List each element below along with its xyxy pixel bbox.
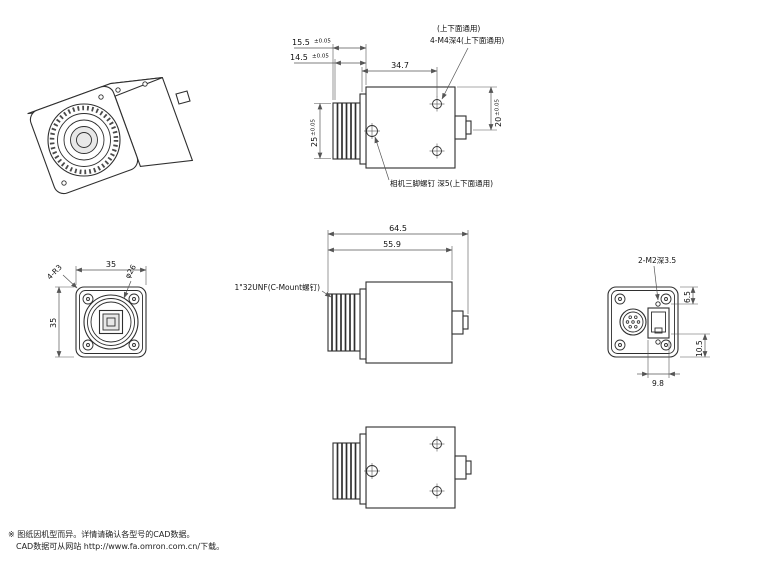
tripod-screw-hole: [364, 463, 380, 479]
m4-screw-holes: [429, 436, 445, 499]
mount-flange: [359, 288, 367, 360]
dim-9-8: 9.8: [637, 340, 680, 388]
rear-connector-tip: [462, 315, 469, 330]
dim-15-5-label: 15.5: [292, 38, 310, 47]
mount-flange: [359, 93, 367, 165]
side-view: 64.5 55.9 1"32UNF(C-Mount螺钉): [235, 224, 469, 364]
dim-6-5: 6.5: [671, 286, 698, 305]
dim-14-5-tol: ±0.05: [312, 54, 329, 60]
sensor-center: [106, 317, 116, 327]
body-outline: [365, 281, 453, 364]
dim-15-5-tol: ±0.05: [314, 39, 331, 45]
dim-10-5-label: 10.5: [695, 340, 704, 357]
m2-screw-hole: [655, 339, 661, 345]
top-orthographic-view: 15.5 ±0.05 14.5 ±0.05 34.7 25±0.05 20±0.: [290, 23, 504, 188]
top-screw-hole: [115, 87, 121, 93]
note-m4: (上下面通用) 4-M4深4(上下面通用): [430, 23, 504, 100]
dim-20: 20±0.05: [457, 86, 503, 131]
front-plate-inner-edge: [79, 290, 143, 354]
rear-connector: [454, 455, 467, 480]
top-screw-hole: [142, 81, 148, 87]
front-screw-hole: [61, 180, 67, 186]
rear-connector-tip: [465, 460, 472, 475]
dim-20-label: 20±0.05: [494, 98, 503, 127]
front-view: 35 35 4-R3 φ26: [45, 260, 147, 358]
note-m2: 2-M2深3.5: [638, 256, 676, 301]
rear-view: 2-M2深3.5 6.5 10.5 9.8: [607, 256, 710, 388]
footer-note: ※ 图纸因机型而异。详情请确认各型号的CAD数据。 CAD数据可从网站 http…: [8, 529, 224, 551]
body-outline: [365, 426, 456, 509]
note-tripod-label: 相机三脚螺钉 深5(上下面通用): [390, 178, 493, 188]
note-common-top: (上下面通用): [437, 23, 480, 33]
lens-knurl-ring: [49, 105, 119, 175]
dim-6-5-label: 6.5: [683, 291, 692, 303]
dim-15-5: 15.5 ±0.05: [292, 38, 367, 100]
mount-flange: [359, 433, 367, 505]
dim-14-5: 14.5 ±0.05: [290, 53, 367, 100]
dim-34-7: 34.7: [361, 61, 438, 97]
dim-front-height: 35: [49, 286, 74, 358]
front-screw-hole: [98, 94, 104, 100]
rear-connector: [454, 115, 467, 140]
footer-note-line2: CAD数据可从网站 http://www.fa.omron.com.cn/下载。: [16, 541, 224, 551]
footer-note-line1: ※ 图纸因机型而异。详情请确认各型号的CAD数据。: [8, 529, 194, 539]
note-tripod: 相机三脚螺钉 深5(上下面通用): [374, 136, 493, 188]
sensor-area: [102, 313, 120, 331]
dim-14-5-label: 14.5: [290, 53, 308, 62]
dim-9-8-label: 9.8: [652, 379, 664, 388]
tripod-screw-hole: [364, 123, 380, 139]
body-outline: [365, 86, 456, 169]
note-corner-radius-label: 4-R3: [45, 263, 64, 282]
dim-front-width: 35: [75, 260, 147, 285]
lens: [47, 103, 121, 177]
m4-screw-holes: [429, 96, 445, 159]
dim-overall-length-label: 64.5: [389, 224, 407, 233]
rear-connector-tip: [465, 120, 472, 135]
dim-10-5: 10.5: [671, 333, 710, 358]
note-lens-diameter-label: φ26: [123, 263, 138, 280]
rear-connector: [451, 310, 464, 335]
camera-connector-nub: [175, 90, 191, 105]
bottom-orthographic-view: [332, 426, 472, 509]
dim-34-7-label: 34.7: [391, 61, 409, 70]
perspective-view: [27, 77, 194, 195]
dim-25: 25±0.05: [310, 103, 331, 159]
io-connector: [647, 301, 670, 345]
note-m2-label: 2-M2深3.5: [638, 256, 676, 265]
dim-25-label: 25±0.05: [310, 118, 319, 147]
rear-plate-inner-edge: [611, 290, 675, 354]
rear-corner-screws: [614, 293, 672, 351]
front-corner-screws: [82, 293, 140, 351]
dim-front-width-label: 35: [106, 260, 116, 269]
m2-screw-hole: [655, 301, 661, 307]
dim-front-height-label: 35: [49, 318, 58, 328]
round-connector: [619, 308, 647, 336]
dim-overall-length: 64.5: [327, 224, 469, 314]
note-cmount-label: 1"32UNF(C-Mount螺钉): [235, 282, 321, 292]
note-m4-label: 4-M4深4(上下面通用): [430, 35, 504, 45]
note-cmount: 1"32UNF(C-Mount螺钉): [235, 282, 332, 298]
note-corner-radius: 4-R3: [45, 263, 78, 289]
dim-body-length-label: 55.9: [383, 240, 401, 249]
dim-body-length: 55.9: [327, 240, 453, 280]
